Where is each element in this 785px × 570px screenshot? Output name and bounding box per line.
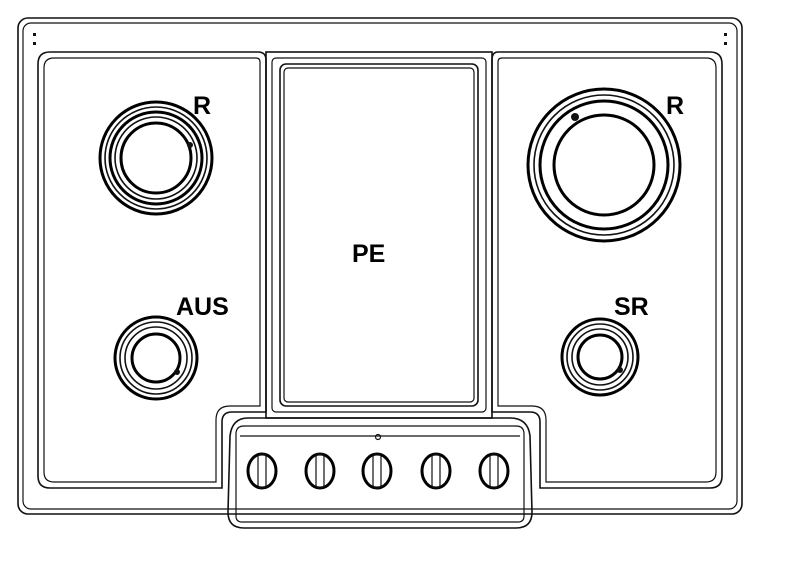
burner-top-right [526, 87, 682, 243]
label-center-plate: PE [352, 240, 385, 268]
label-top-left-burner: R [193, 92, 211, 120]
hob-outer-frame [17, 17, 743, 515]
knob-4[interactable] [420, 452, 452, 490]
burner-bottom-right [560, 317, 640, 397]
burner-top-left [98, 100, 214, 216]
burner-bottom-left [113, 315, 199, 401]
knob-5[interactable] [478, 452, 510, 490]
label-bottom-right-burner: SR [614, 293, 649, 321]
indicator-light-icon [374, 433, 382, 441]
control-strip [227, 417, 533, 529]
right-panel [491, 51, 723, 489]
knob-2[interactable] [304, 452, 336, 490]
label-bottom-left-burner: AUS [176, 293, 229, 321]
label-top-right-burner: R [666, 92, 684, 120]
knob-3[interactable] [361, 452, 393, 490]
center-plate [265, 51, 493, 419]
knob-1[interactable] [246, 452, 278, 490]
